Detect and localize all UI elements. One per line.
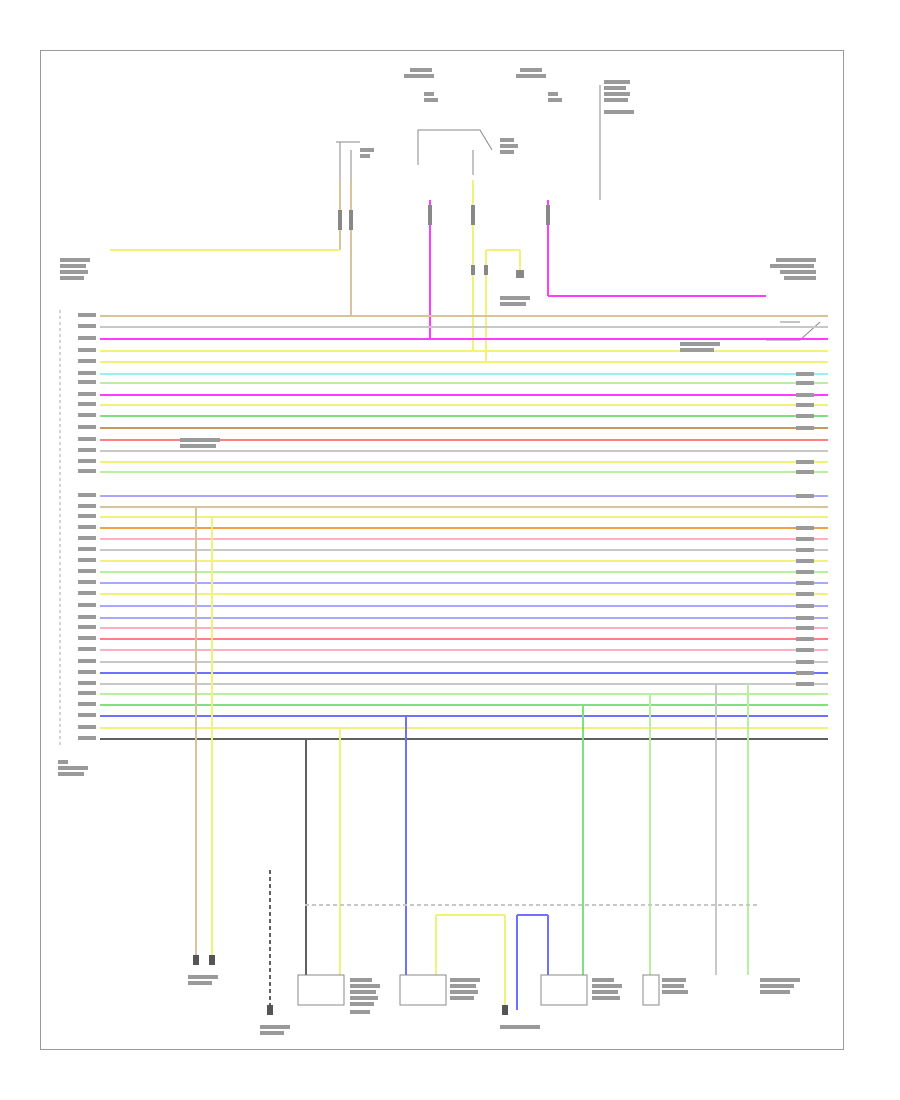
ground-symbols (193, 955, 508, 1015)
pin-labels (78, 313, 96, 740)
component-boxes (297, 974, 660, 1006)
harness-wires (100, 315, 828, 740)
connector-chips (338, 205, 550, 278)
relay-switch (336, 85, 821, 341)
diagram-frame (40, 50, 844, 1050)
component-descriptions (188, 975, 800, 1035)
top-feeders (110, 180, 766, 362)
module-label-block (58, 760, 88, 776)
component-drops (195, 507, 760, 1010)
top-label-blocks (60, 68, 816, 448)
wire-end-labels (796, 372, 814, 686)
